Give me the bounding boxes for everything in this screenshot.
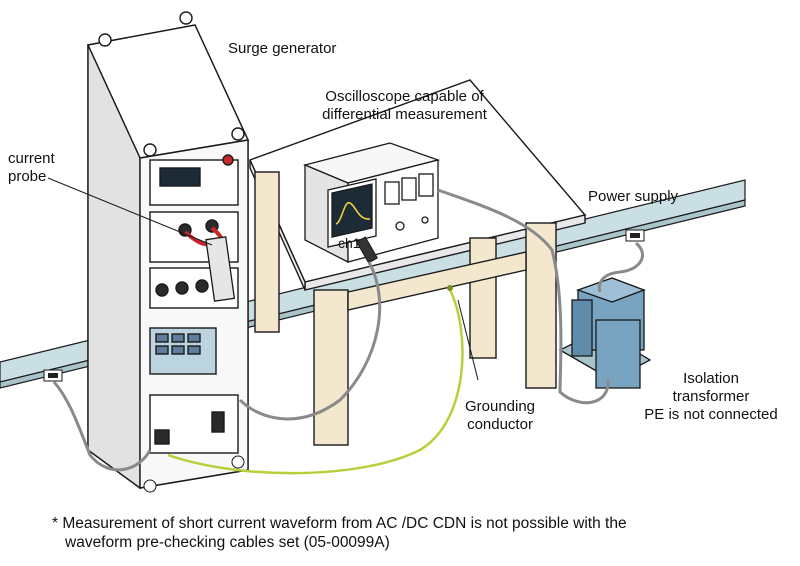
differential-probe xyxy=(355,236,379,264)
scope-power-cable xyxy=(437,188,610,405)
power-supply-label: Power supply xyxy=(588,188,679,205)
grounding-leader xyxy=(457,299,479,381)
grounding-conductor-label: Grounding conductor xyxy=(452,398,548,434)
isolation-label-line2: transformer xyxy=(672,388,750,405)
grounding-conductor-wire xyxy=(167,289,464,475)
current-probe xyxy=(205,236,236,302)
grounding-label-line2: conductor xyxy=(467,416,533,433)
oscilloscope-label: Oscilloscope capable of differential mea… xyxy=(312,88,497,124)
oscilloscope-label-line1: Oscilloscope capable of xyxy=(325,88,484,105)
footnote-line1: * Measurement of short current waveform … xyxy=(52,515,627,532)
isolation-label-line1: Isolation xyxy=(683,370,739,387)
grounding-label-line1: Grounding xyxy=(464,398,536,415)
footnote: * Measurement of short current waveform … xyxy=(52,514,772,552)
surge-generator-label: Surge generator xyxy=(228,40,337,57)
surge-generator-cabinet xyxy=(86,11,250,490)
isolation-transformer-label: Isolation transformer PE is not connecte… xyxy=(636,370,786,424)
current-probe-label-line2: probe xyxy=(8,168,47,185)
oscilloscope-label-line2: differential measurement xyxy=(322,106,487,123)
table xyxy=(249,79,587,446)
footnote-line2: waveform pre-checking cables set (05-000… xyxy=(65,534,390,551)
probe-cable xyxy=(238,261,382,421)
isolation-label-line3: PE is not connected xyxy=(644,406,778,423)
current-probe-label-line1: current xyxy=(8,150,55,167)
generator-power-cable xyxy=(52,381,152,472)
power-supply-cable xyxy=(597,241,644,293)
current-probe-label: current probe xyxy=(8,150,55,186)
isolation-transformer xyxy=(558,277,652,389)
oscilloscope xyxy=(302,142,441,264)
ch1-label: ch1 xyxy=(338,235,361,251)
current-probe-leader xyxy=(47,177,213,246)
